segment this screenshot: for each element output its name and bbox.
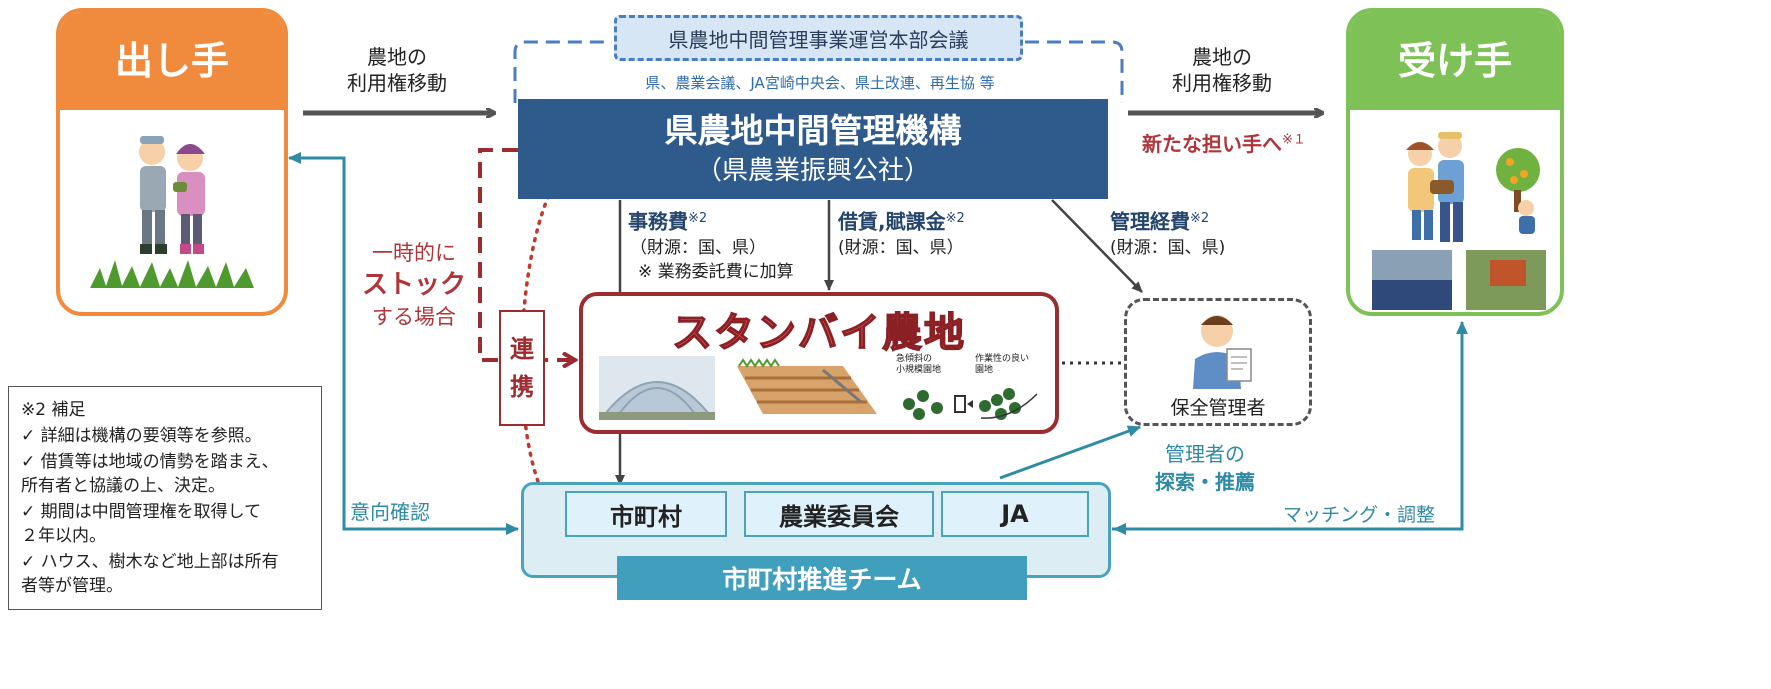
management-cost-title: 管理経費	[1110, 209, 1190, 234]
slope-label: 急傾斜の 小規模園地	[896, 354, 941, 376]
intention-arrow	[288, 152, 518, 531]
intention-label: 意向確認	[350, 500, 430, 524]
council-title-box: 県農地中間管理事業運営本部会議	[614, 15, 1023, 61]
elderly-farmers-illustration	[90, 136, 254, 288]
council-members: 県、農業会議、JA宮崎中央会、県土改連、再生協 等	[645, 74, 995, 92]
field-rows-illustration	[737, 358, 877, 414]
slope-label-2: 小規模園地	[896, 365, 942, 375]
team-member-municipality: 市町村	[565, 491, 727, 537]
team-member-ja: JA	[941, 491, 1089, 537]
stock-line1: 一時的に	[372, 241, 456, 265]
conservation-manager-box: 保全管理者	[1124, 298, 1312, 426]
transfer-right-line1: 農地の	[1192, 45, 1252, 69]
standby-farmland-box: スタンバイ農地 急傾斜の 小規模園地 作業性の良い 園地	[579, 292, 1059, 434]
transfer-label-right: 農地の 利用権移動	[1147, 44, 1297, 96]
standby-title: スタンバイ農地	[671, 309, 966, 357]
council-dashed-border	[513, 40, 1124, 103]
stock-line3: する場合	[372, 305, 456, 329]
team-member-agri-committee-label: 農業委員会	[779, 502, 899, 531]
lease-title: 借賃,賦課金	[838, 209, 946, 234]
conservation-label: 保全管理者	[1170, 397, 1266, 419]
good-label-2: 園地	[975, 365, 994, 375]
note-item-2: ✓ 借賃等は地域の情勢を踏まえ、	[21, 452, 279, 472]
note-item-1: ✓ 詳細は機構の要領等を参照。	[21, 426, 262, 446]
matching-label: マッチング・調整	[1283, 504, 1436, 526]
young-farmers-illustration	[1372, 132, 1546, 310]
management-cost-label: 管理経費※2 (財源：国、県)	[1110, 207, 1225, 260]
stock-label: 一時的に ストック する場合	[356, 238, 472, 332]
management-cost-arrow	[1051, 199, 1143, 293]
organization-sub: （県農業振興公社）	[695, 156, 930, 186]
lease-mark: ※2	[945, 211, 965, 226]
office-cost-title: 事務費	[628, 209, 688, 234]
good-label: 作業性の良い 園地	[975, 354, 1029, 376]
manager-search-line2: 探索・推薦	[1155, 470, 1255, 494]
cooperation-text-1: 連	[510, 335, 534, 363]
note-item-7: 者等が管理。	[21, 576, 123, 596]
new-bearer-label: 新たな担い手へ※１	[1142, 128, 1306, 157]
manager-search-arrow	[999, 425, 1141, 480]
giver-card: 出し手	[56, 8, 288, 316]
new-bearer-text: 新たな担い手へ	[1142, 132, 1282, 156]
team-member-agri-committee: 農業委員会	[744, 491, 934, 537]
greenhouse-photo	[599, 356, 715, 420]
management-cost-source: (財源：国、県)	[1110, 237, 1226, 258]
receiver-card: 受け手	[1346, 8, 1564, 316]
cooperation-text-2: 携	[510, 373, 534, 401]
notes-box: ※2 補足 ✓ 詳細は機構の要領等を参照。 ✓ 借賃等は地域の情勢を踏まえ、 所…	[8, 386, 322, 610]
good-label-1: 作業性の良い	[975, 354, 1030, 364]
slope-label-1: 急傾斜の	[896, 354, 933, 364]
transfer-left-line1: 農地の	[367, 45, 427, 69]
manager-search-line1: 管理者の	[1165, 442, 1245, 466]
note-item-6: ✓ ハウス、樹木など地上部は所有	[21, 552, 279, 572]
notes-title: ※2 補足	[21, 400, 86, 420]
receiver-title: 受け手	[1350, 12, 1560, 110]
transfer-label-left: 農地の 利用権移動	[322, 44, 472, 96]
organization-name: 県農地中間管理機構	[664, 111, 962, 150]
manager-person-icon	[1193, 315, 1252, 389]
transfer-right-line2: 利用権移動	[1172, 71, 1272, 95]
note-item-3: 所有者と協議の上、決定。	[21, 476, 225, 496]
team-name-bar: 市町村推進チーム	[617, 556, 1027, 600]
manager-search-label: 管理者の 探索・推薦	[1130, 440, 1280, 496]
office-cost-mark: ※2	[688, 211, 708, 226]
office-cost-note: ※ 業務委託費に加算	[638, 261, 794, 282]
stock-line2: ストック	[361, 270, 466, 300]
lease-label: 借賃,賦課金※2 (財源：国、県）	[838, 207, 965, 260]
management-cost-mark: ※2	[1190, 211, 1210, 226]
council-title: 県農地中間管理事業運営本部会議	[668, 27, 969, 52]
team-member-municipality-label: 市町村	[610, 502, 682, 531]
giver-title: 出し手	[60, 12, 284, 110]
note-item-4: ✓ 期間は中間管理権を取得して	[21, 502, 262, 522]
team-name: 市町村推進チーム	[722, 565, 922, 594]
team-member-ja-label: JA	[1001, 500, 1029, 528]
new-bearer-mark: ※１	[1282, 132, 1306, 148]
office-cost-label: 事務費※2 （財源：国、県） ※ 業務委託費に加算	[628, 207, 794, 284]
transfer-left-line2: 利用権移動	[347, 71, 447, 95]
orchard-comparison-icon	[903, 388, 1038, 420]
organization-box: 県農地中間管理機構 （県農業振興公社）	[518, 99, 1108, 199]
lease-source: (財源：国、県）	[838, 237, 964, 258]
note-item-5: ２年以内。	[21, 526, 106, 546]
office-cost-source: （財源：国、県）	[630, 237, 766, 258]
cooperation-box: 連 携	[499, 310, 545, 426]
